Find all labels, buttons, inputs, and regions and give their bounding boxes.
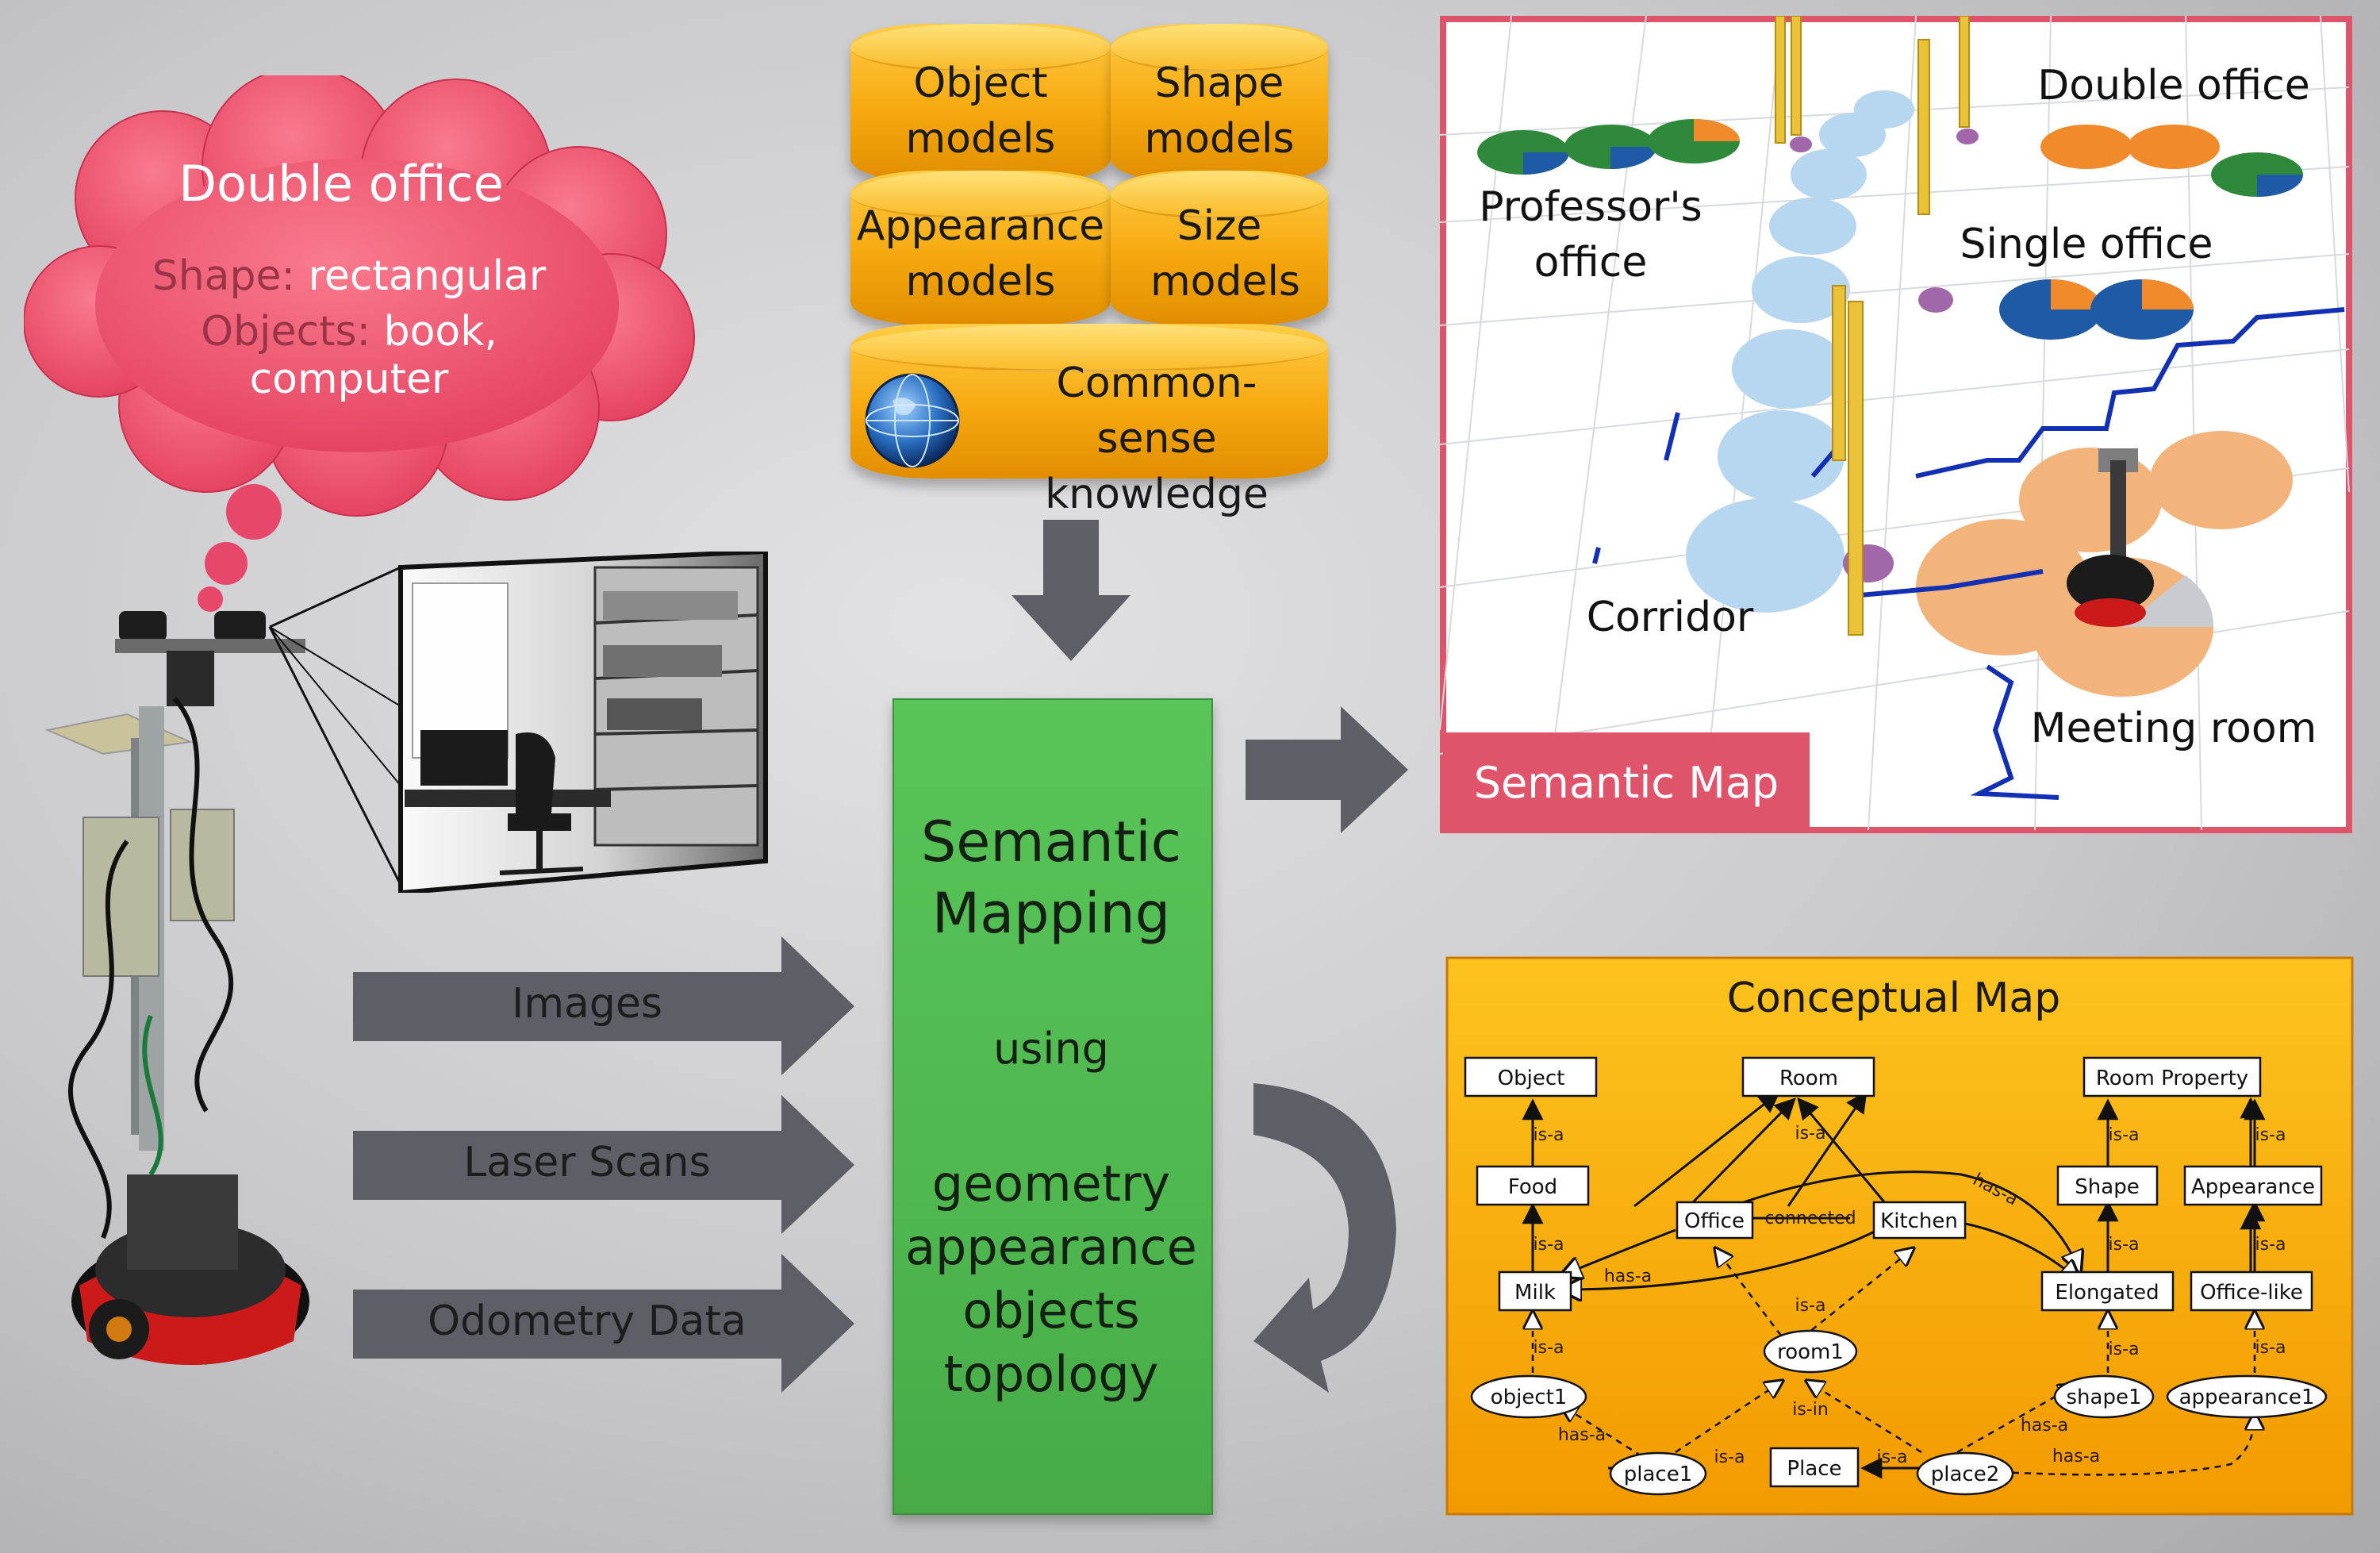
map-robot <box>2067 448 2154 627</box>
node-appearance1: appearance1 <box>2179 1386 2315 1409</box>
thought-objects-row: Objects: book, computer <box>95 308 603 403</box>
node-room: Room <box>1779 1067 1838 1090</box>
shape-label: Shape: <box>152 252 296 300</box>
edge-label-is-a: is-a <box>2109 1125 2140 1145</box>
node-object1: object1 <box>1491 1386 1568 1409</box>
label-single-office: Single office <box>1960 221 2213 268</box>
robot <box>44 611 309 1365</box>
semantic-mapping-title-2: Mapping <box>931 881 1171 946</box>
shape-value: rectangular <box>308 252 547 300</box>
node-office: Office <box>1684 1209 1745 1233</box>
edge-label-is-a: is-a <box>1534 1125 1564 1145</box>
node-object: Object <box>1498 1067 1565 1090</box>
node-place2: place2 <box>1931 1463 2000 1486</box>
objects-value: book, computer <box>249 308 497 403</box>
edge-label-has-a: has-a <box>1558 1425 1606 1445</box>
node-milk: Milk <box>1514 1281 1556 1305</box>
semantic-mapping-item: objects <box>962 1282 1140 1340</box>
node-elongated: Elongated <box>2055 1281 2159 1305</box>
node-room-property: Room Property <box>2096 1067 2248 1090</box>
edge-label-is-a: is-a <box>1714 1447 1745 1467</box>
edge-label-is-a: is-a <box>2255 1235 2286 1255</box>
semantic-mapping-box <box>892 698 1213 1515</box>
semantic-map-panel: Professor's office Double office Single … <box>1440 16 2352 833</box>
thought-shape-row: Shape: rectangular <box>111 252 587 300</box>
appearance-models-label: Appearance models <box>856 202 1105 306</box>
node-shape1: shape1 <box>2067 1386 2142 1409</box>
size-models-label: Size models <box>1150 202 1301 306</box>
conceptual-map-title: Conceptual Map <box>1727 974 2061 1022</box>
label-professors-office-2: office <box>1534 239 1648 286</box>
images-arrow <box>353 936 854 1075</box>
node-place1: place1 <box>1624 1463 1693 1486</box>
semantic-mapping-using: using <box>993 1024 1109 1074</box>
node-place: Place <box>1787 1457 1841 1481</box>
appearance-models-db: Appearance models <box>850 171 1111 325</box>
label-double-office: Double office <box>2037 62 2309 110</box>
laser-arrow-label: Laser Scans <box>463 1139 711 1186</box>
corridor-nodes <box>1686 90 1914 613</box>
odometry-arrow <box>353 1254 854 1393</box>
objects-label: Objects: <box>201 308 371 356</box>
edge-label-is-a: is-a <box>1795 1124 1826 1144</box>
label-meeting-room: Meeting room <box>2031 705 2317 752</box>
node-appearance: Appearance <box>2191 1175 2315 1199</box>
edge-label-is-a: is-a <box>1534 1338 1564 1358</box>
common-sense-label: Common-sense knowledge <box>1045 359 1269 518</box>
camera-image <box>398 552 768 893</box>
edge-label-is-a: is-a <box>2109 1340 2140 1359</box>
edge-label-is-a: is-a <box>1534 1235 1564 1255</box>
semantic-mapping-item: geometry <box>931 1155 1171 1213</box>
thought-cloud <box>24 75 695 612</box>
meeting-room-nodes <box>1916 431 2293 697</box>
laser-arrow <box>353 1095 854 1234</box>
shape-models-db: Shape models <box>1111 24 1328 183</box>
edge-label-is-a: is-a <box>2255 1125 2286 1145</box>
conceptual-map-panel: Conceptual Map <box>1445 956 2354 1516</box>
object-models-db: Object models <box>850 24 1111 183</box>
size-models-db: Size models <box>1111 171 1328 325</box>
office-pies <box>1477 119 2303 340</box>
object-models-label: Object models <box>905 60 1056 163</box>
node-kitchen: Kitchen <box>1880 1209 1958 1233</box>
curved-arrow <box>1253 1083 1396 1393</box>
edge-label-is-a: is-a <box>1795 1296 1826 1316</box>
edge-label-connected: connected <box>1764 1209 1856 1228</box>
edge-label-has-a: has-a <box>2052 1447 2100 1467</box>
right-arrow-to-map <box>1246 706 1408 833</box>
label-professors-office-1: Professor's <box>1479 183 1702 231</box>
semantic-mapping-item: appearance <box>905 1218 1197 1276</box>
shape-models-label: Shape models <box>1144 60 1295 163</box>
semantic-mapping-title-1: Semantic <box>920 809 1182 875</box>
images-arrow-label: Images <box>512 980 662 1028</box>
edge-label-is-a: is-a <box>2109 1235 2140 1255</box>
semantic-mapping-item: topology <box>943 1345 1159 1403</box>
camera-frustum <box>268 566 402 886</box>
edge-label-has-a: has-a <box>1604 1267 1652 1286</box>
node-food: Food <box>1508 1175 1557 1199</box>
semantic-map-badge: Semantic Map <box>1474 758 1779 808</box>
edge-label-has-a: has-a <box>2021 1416 2068 1436</box>
node-shape: Shape <box>2075 1175 2139 1199</box>
node-room1: room1 <box>1777 1340 1844 1364</box>
edge-label-is-in: is-in <box>1792 1400 1829 1420</box>
thought-title: Double office <box>178 155 504 213</box>
down-arrow <box>1012 520 1130 661</box>
edge-label-is-a: is-a <box>2255 1338 2286 1358</box>
map-pillars <box>1775 16 1970 636</box>
edge-label-is-a: is-a <box>1877 1447 1908 1467</box>
globe-icon <box>865 373 960 468</box>
odometry-arrow-label: Odometry Data <box>428 1297 747 1345</box>
label-corridor: Corridor <box>1587 594 1754 641</box>
node-office-like: Office-like <box>2200 1281 2303 1305</box>
